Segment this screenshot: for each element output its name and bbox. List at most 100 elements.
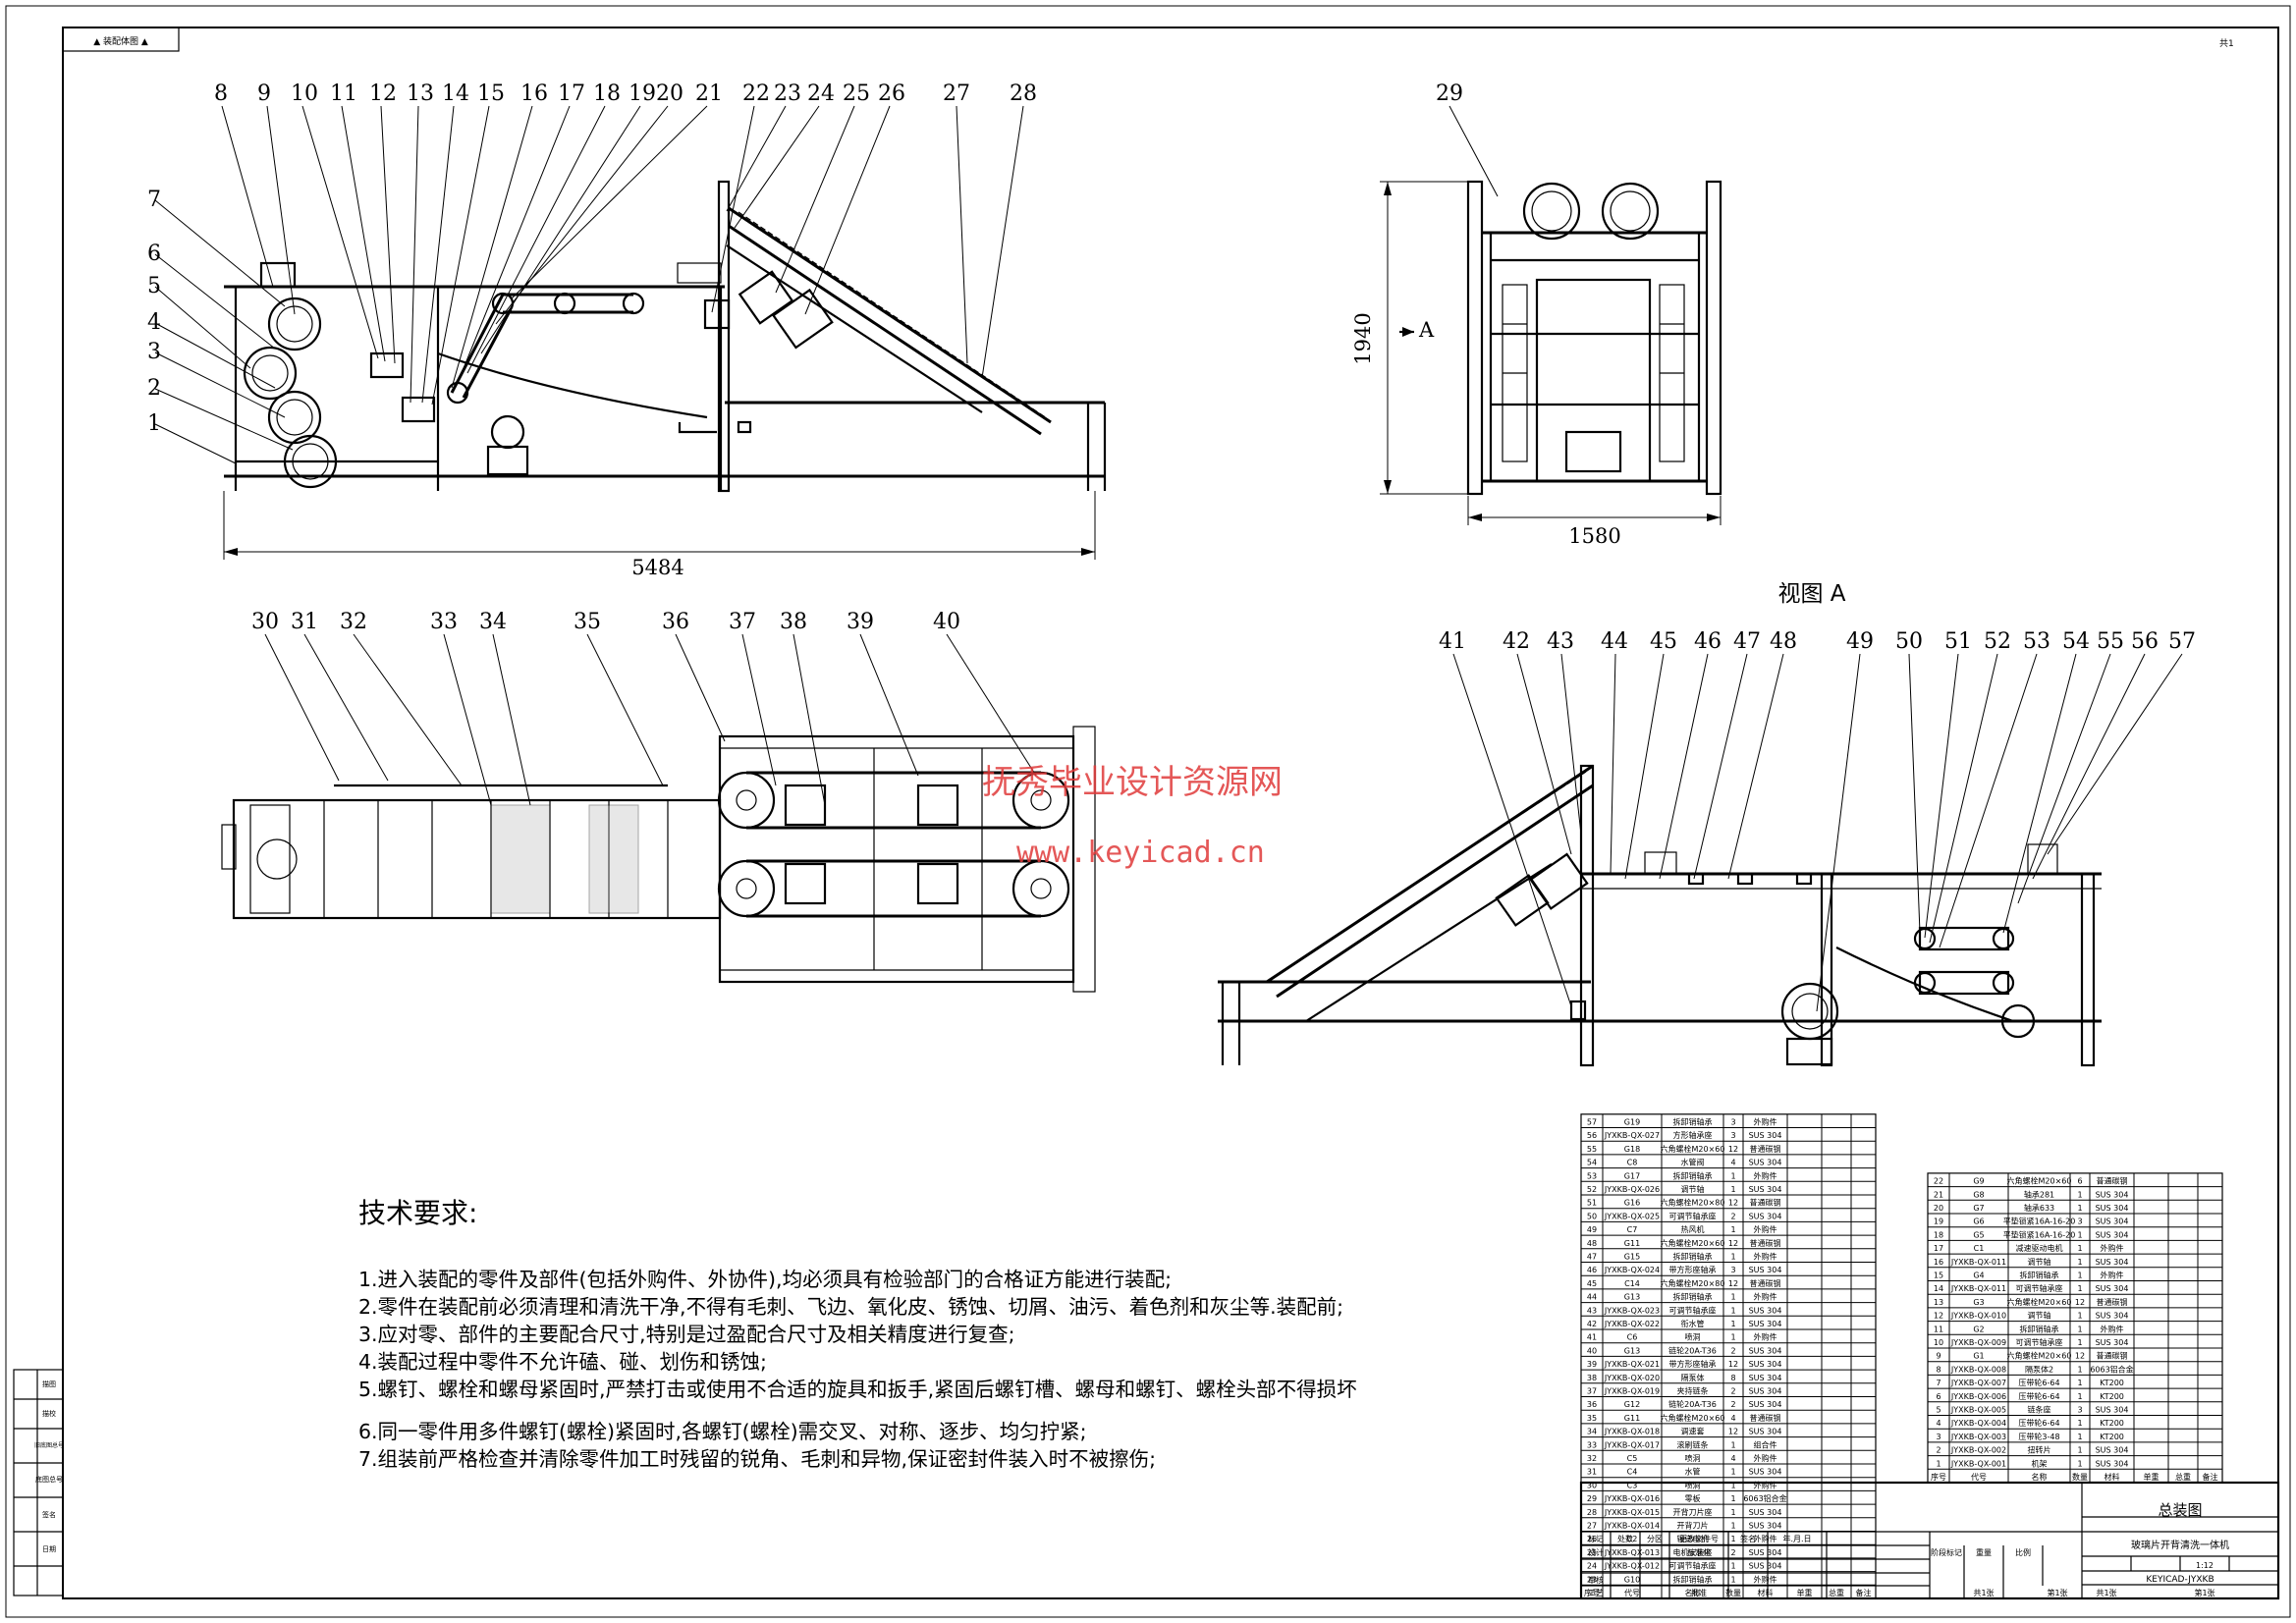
bom-cell: 外购件 (1754, 1224, 1777, 1234)
svg-text:工艺: 工艺 (1588, 1589, 1604, 1597)
bom-cell: 六角螺栓M20×60 (2007, 1297, 2072, 1307)
bom-header-cell: 名称 (1685, 1588, 1701, 1597)
bom-cell: 外购件 (1754, 1252, 1777, 1262)
bom-cell: 12 (1728, 1145, 1738, 1154)
bom-cell: G9 (1973, 1177, 1984, 1186)
svg-text:43: 43 (1547, 629, 1574, 654)
svg-text:27: 27 (943, 81, 970, 106)
bom-cell: 35 (1587, 1414, 1597, 1423)
bom-header-cell: 代号 (1971, 1472, 1987, 1482)
bom-cell: 外购件 (1754, 1117, 1777, 1127)
svg-text:3.应对零、部件的主要配合尺寸,特别是过盈配合尺寸及相关精度: 3.应对零、部件的主要配合尺寸,特别是过盈配合尺寸及相关精度进行复查; (358, 1323, 1014, 1346)
bom-cell: 可调节轴承座 (2016, 1337, 2063, 1347)
bom-cell: 36 (1587, 1400, 1597, 1409)
bom-cell: G8 (1973, 1190, 1984, 1199)
bom-cell: 1 (2077, 1419, 2082, 1428)
bom-cell: JYXKB-QX-005 (1950, 1406, 2006, 1415)
bom-header-cell: 单重 (2144, 1472, 2159, 1482)
svg-text:56: 56 (2131, 629, 2159, 654)
top-view (221, 726, 1096, 993)
bom-cell: 12 (2075, 1352, 2085, 1361)
title-block: 总装图 玻璃片开背清洗一体机 KEYICAD-JYXKB 1:12 共1张 第1… (1579, 1481, 2280, 1600)
bom-cell: 1 (1730, 1468, 1735, 1477)
svg-text:22: 22 (742, 81, 770, 106)
bom-cell: SUS 304 (2096, 1258, 2129, 1267)
bom-cell: 轴承281 (2024, 1189, 2054, 1199)
bom-cell: 链条座 (2028, 1405, 2051, 1415)
bom-cell: C6 (1627, 1333, 1638, 1342)
bom-cell: SUS 304 (1749, 1548, 1782, 1557)
bom-cell: 1 (1730, 1575, 1735, 1584)
bom-cell: 喷洞 (1685, 1332, 1701, 1342)
bom-cell: 带方形座轴承 (1669, 1265, 1717, 1274)
bom-cell: 48 (1587, 1239, 1597, 1248)
bom-cell: 1 (2077, 1433, 2082, 1441)
bom-cell: 32 (1587, 1454, 1597, 1463)
bom-cell: SUS 304 (2096, 1217, 2129, 1226)
bom-cell: SUS 304 (1749, 1374, 1782, 1382)
bom-cell: 47 (1587, 1253, 1597, 1262)
svg-text:55: 55 (2097, 629, 2124, 654)
bom-cell: 1 (2077, 1258, 2082, 1267)
bom-cell: 调速套 (1681, 1427, 1705, 1436)
bom-cell: 电机安装座 (1673, 1547, 1713, 1557)
svg-text:签名: 签名 (1740, 1534, 1756, 1543)
bom-cell: SUS 304 (1749, 1522, 1782, 1531)
bom-cell: G15 (1624, 1253, 1640, 1262)
svg-text:1.进入装配的零件及部件(包括外购件、外协件),均必须具有检: 1.进入装配的零件及部件(包括外购件、外协件),均必须具有检验部门的合格证方能进… (358, 1268, 1172, 1291)
bom-cell: 12 (1728, 1360, 1738, 1369)
bom-cell: 44 (1587, 1293, 1597, 1302)
bom-cell: 37 (1587, 1387, 1597, 1396)
bom-cell: 六角螺栓M20×60 (2007, 1351, 2072, 1361)
bom-header-cell: 代号 (1624, 1588, 1640, 1597)
bom-cell: 外购件 (1754, 1534, 1777, 1543)
bom-cell: 29 (1587, 1494, 1597, 1503)
bom-cell: 衔水管 (1681, 1319, 1705, 1328)
bom-cell: JYXKB-QX-017 (1604, 1440, 1660, 1449)
balloons-front: 1 2 3 4 5 6 7 8 9 10 11 12 13 14 15 16 1… (147, 81, 1037, 464)
bom-cell: JYXKB-QX-012 (1604, 1562, 1660, 1571)
bom-cell: G12 (1624, 1400, 1640, 1409)
bom-cell: 压带轮6-64 (2018, 1378, 2059, 1387)
bom-cell: G3 (1973, 1298, 1984, 1307)
bom-cell: 2 (1936, 1446, 1941, 1455)
bom-header-cell: 名称 (2032, 1472, 2048, 1482)
bom-cell: JYXKB-QX-001 (1950, 1459, 2006, 1468)
bom-cell: JYXKB-QX-015 (1604, 1508, 1660, 1517)
bom-cell: JYXKB-QX-014 (1604, 1522, 1660, 1531)
bom-cell: 1 (1730, 1522, 1735, 1531)
svg-text:14: 14 (442, 81, 469, 106)
svg-text:19: 19 (629, 81, 656, 106)
bom-cell: JYXKB-QX-008 (1950, 1365, 2006, 1374)
bom-cell: 普通碳钢 (1750, 1413, 1781, 1423)
svg-text:第1张: 第1张 (2047, 1588, 2067, 1597)
bom-cell: 外购件 (1754, 1332, 1777, 1342)
svg-text:9: 9 (257, 81, 271, 106)
bom-cell: SUS 304 (2096, 1459, 2129, 1468)
bom-cell: 拆卸销轴承 (1673, 1170, 1713, 1180)
bom-cell: 1 (2077, 1244, 2082, 1253)
svg-text:54: 54 (2062, 629, 2090, 654)
bom-cell: JYXKB-QX-027 (1604, 1131, 1660, 1140)
svg-text:10: 10 (291, 81, 318, 106)
bom-cell: SUS 304 (2096, 1230, 2129, 1239)
bom-cell: 53 (1587, 1171, 1597, 1180)
svg-text:30: 30 (251, 610, 279, 634)
bom-cell: 1 (2077, 1392, 2082, 1401)
bom-cell: JYXKB-QX-022 (1604, 1320, 1660, 1328)
bom-cell: 六角螺栓M20×60 (1661, 1238, 1725, 1248)
